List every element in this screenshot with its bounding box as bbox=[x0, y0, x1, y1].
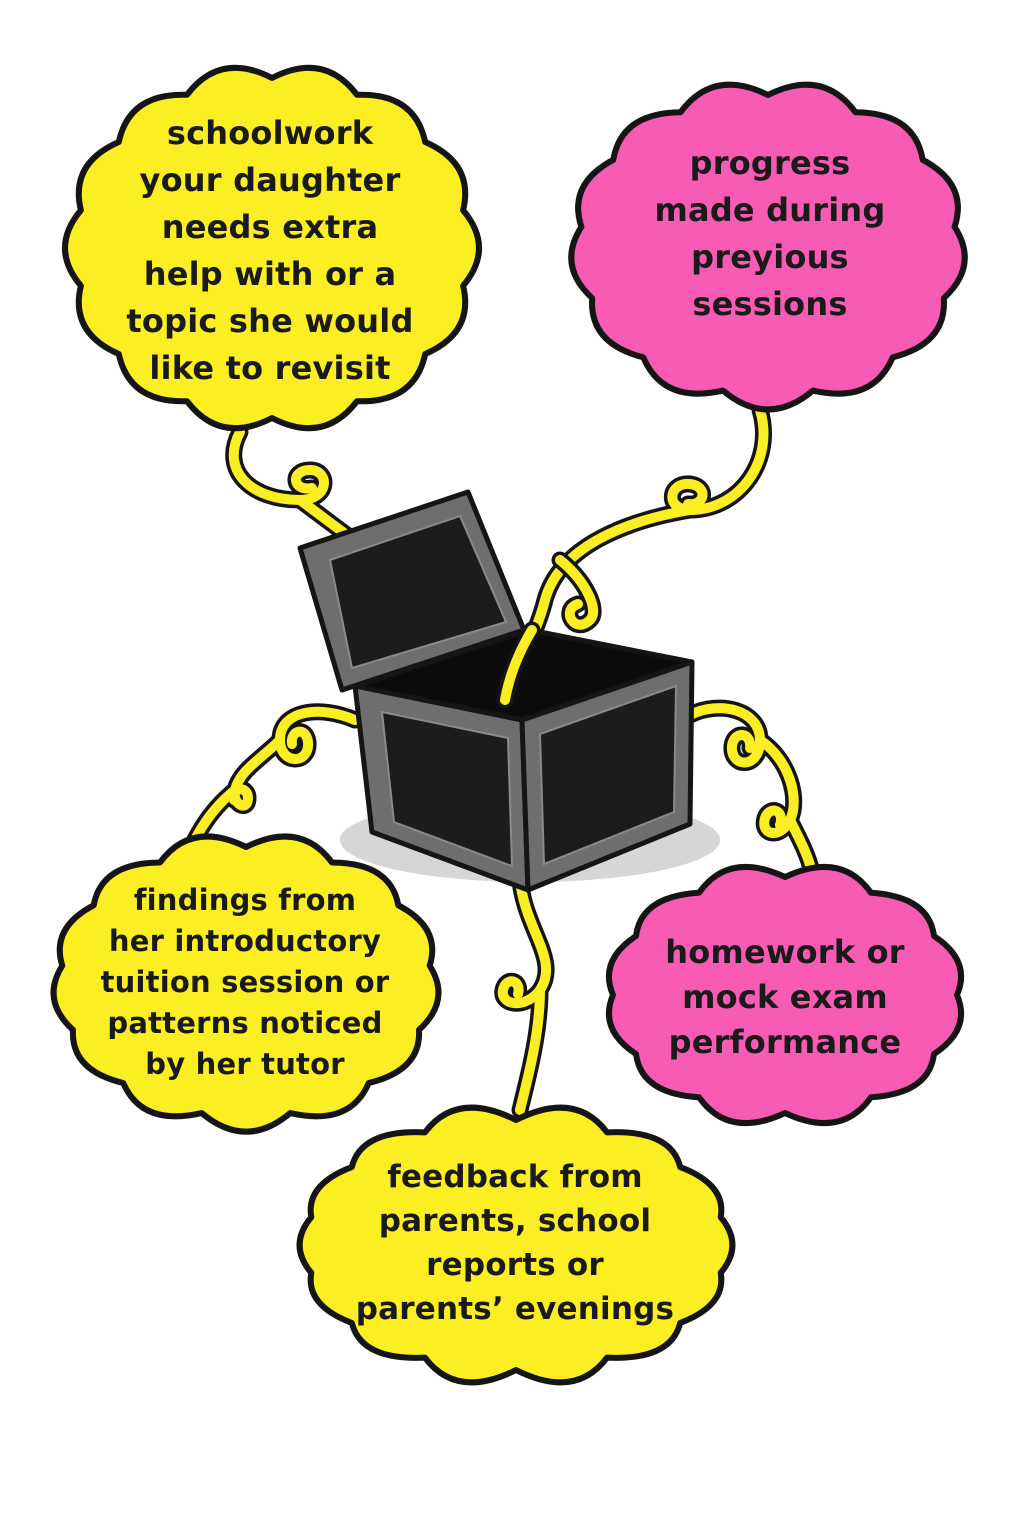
box-right-panel bbox=[538, 684, 678, 866]
vine bbox=[555, 555, 599, 630]
node-line: needs extra bbox=[161, 208, 379, 246]
node-progress: progress made during preyious sessions bbox=[610, 140, 930, 328]
cloud-top-left bbox=[62, 64, 482, 432]
node-line: tuition session or bbox=[100, 965, 390, 999]
cloud-mid-right bbox=[606, 863, 964, 1127]
node-line: topic she would bbox=[126, 302, 414, 340]
node-line: patterns noticed bbox=[107, 1006, 383, 1040]
cloud-top-right bbox=[568, 81, 968, 413]
vine bbox=[228, 427, 365, 550]
box-lid-inner bbox=[328, 514, 508, 670]
node-line: help with or a bbox=[143, 255, 397, 293]
node-line: findings from bbox=[133, 883, 357, 917]
node-line: mock exam bbox=[682, 978, 888, 1016]
node-line: performance bbox=[668, 1023, 902, 1061]
node-line: your daughter bbox=[139, 161, 401, 199]
node-feedback: feedback from parents, school reports or… bbox=[330, 1155, 700, 1331]
node-line: parents’ evenings bbox=[355, 1291, 675, 1327]
cloud-bottom bbox=[296, 1104, 736, 1386]
box-vine bbox=[500, 625, 537, 705]
node-line: made during bbox=[654, 191, 886, 229]
cloud-mid-left bbox=[50, 833, 442, 1135]
node-line: progress bbox=[689, 144, 851, 182]
node-line: feedback from bbox=[387, 1159, 643, 1195]
node-findings: findings from her introductory tuition s… bbox=[80, 880, 410, 1085]
vine bbox=[497, 875, 552, 1115]
node-line: preyious bbox=[691, 238, 849, 276]
box-left-panel bbox=[380, 710, 514, 868]
node-line: sessions bbox=[692, 285, 848, 323]
node-line: schoolwork bbox=[166, 114, 374, 152]
node-line: by her tutor bbox=[145, 1047, 345, 1081]
node-line: like to revisit bbox=[149, 349, 391, 387]
node-line: homework or bbox=[665, 933, 905, 971]
node-line: reports or bbox=[426, 1247, 604, 1283]
vines bbox=[171, 401, 821, 1119]
node-line: her introductory bbox=[108, 924, 382, 958]
node-line: parents, school bbox=[378, 1203, 652, 1239]
node-homework: homework or mock exam performance bbox=[630, 930, 940, 1065]
node-schoolwork-help: schoolwork your daughter needs extra hel… bbox=[100, 110, 440, 392]
open-box-icon bbox=[297, 489, 720, 893]
clouds bbox=[50, 64, 968, 1386]
